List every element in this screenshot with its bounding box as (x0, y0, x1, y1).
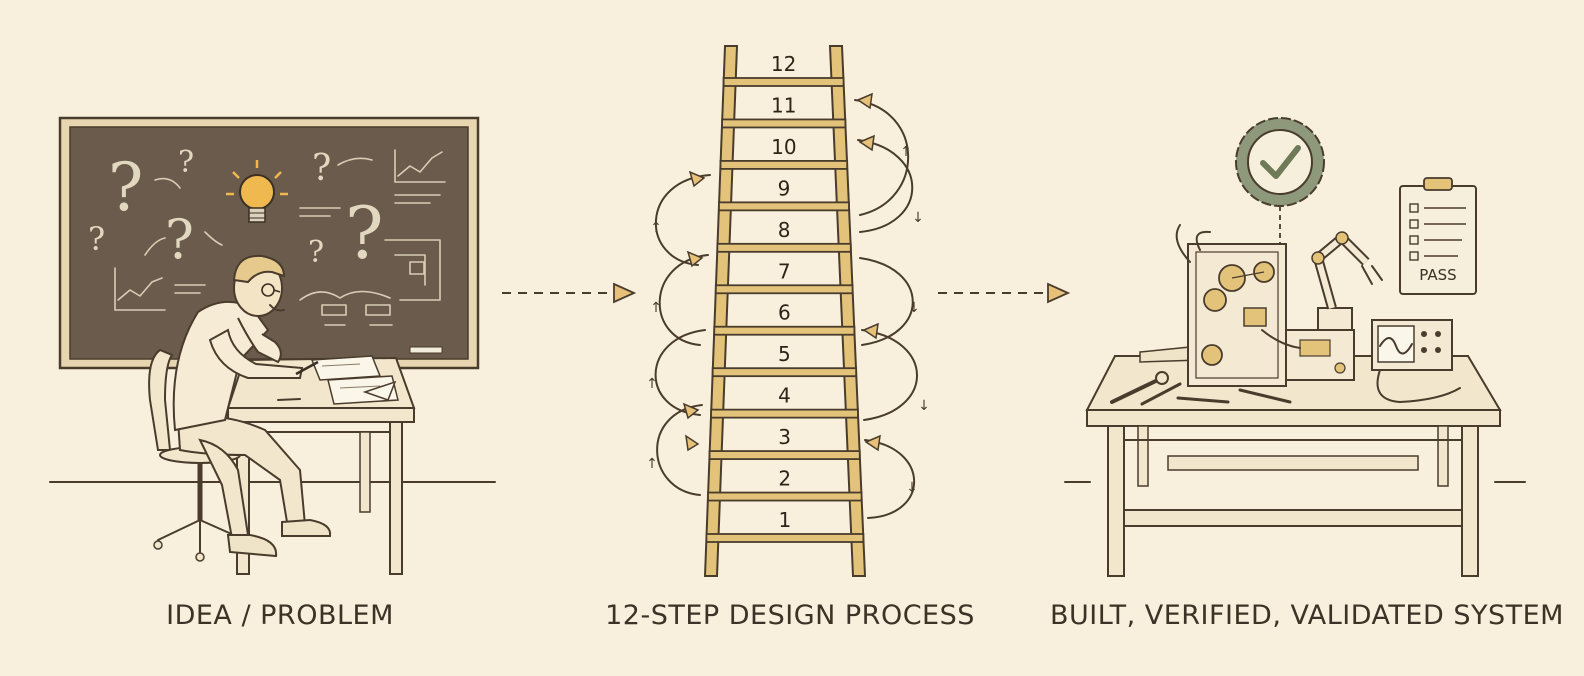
checkbox-icon (1409, 219, 1419, 229)
screwdriver-icon (1176, 396, 1230, 404)
chalkboard: ? ? ? ? ? ? ? (58, 116, 480, 370)
thinking-person (172, 254, 332, 558)
question-mark-icon: ? (345, 191, 384, 275)
step-number: 1 (779, 508, 792, 532)
ladder-rung (722, 77, 845, 87)
ladder-rung (710, 408, 859, 419)
flow-arrow-2 (938, 282, 1071, 304)
question-mark-icon: ? (165, 208, 194, 271)
svg-text:↓: ↓ (906, 480, 918, 496)
chalk-graph (114, 267, 206, 311)
oscilloscope (1371, 319, 1461, 403)
step-number: 4 (778, 384, 791, 408)
iteration-loops-left: ↑ ↑ ↑ ↑ (646, 170, 711, 496)
question-mark-icon: ? (88, 220, 105, 258)
ladder-rail-right (828, 45, 867, 577)
step-number: 8 (778, 218, 791, 242)
panel-label-system: BUILT, VERIFIED, VALIDATED SYSTEM (1050, 600, 1564, 631)
tools (1110, 345, 1292, 406)
chalk-arrow (154, 177, 181, 189)
gear-icon (1201, 344, 1223, 366)
step-number: 9 (778, 176, 791, 200)
panel-label-process: 12-STEP DESIGN PROCESS (605, 600, 975, 631)
svg-text:↑: ↑ (646, 456, 658, 472)
checkbox-icon (1409, 203, 1419, 213)
svg-text:↓: ↓ (918, 398, 930, 414)
question-mark-icon: ? (308, 235, 324, 270)
soldering-iron-icon (1238, 388, 1292, 404)
chip-icon (1243, 307, 1267, 327)
question-mark-icon: ? (108, 149, 143, 226)
question-mark-icon: ? (312, 148, 331, 189)
clipboard: PASS (1399, 177, 1477, 295)
svg-text:↓: ↓ (908, 300, 920, 316)
robot-arm (1311, 231, 1383, 331)
chalk-eraser (409, 346, 443, 354)
svg-text:↑: ↑ (900, 144, 912, 160)
ladder-rung (716, 242, 852, 253)
panel-label-idea: IDEA / PROBLEM (166, 600, 394, 631)
chalk-arrow (337, 157, 373, 166)
step-number: 3 (778, 425, 791, 449)
chalk-arrow (204, 231, 223, 246)
screwdriver-icon (1140, 382, 1182, 406)
svg-text:↑: ↑ (650, 220, 662, 236)
controller-board (1261, 329, 1355, 381)
svg-text:↑: ↑ (646, 376, 658, 392)
ladder-rung (711, 367, 858, 378)
step-number: 11 (771, 93, 796, 117)
step-number: 10 (771, 135, 796, 159)
gear-icon (1203, 288, 1227, 312)
waveform-icon (1379, 337, 1413, 355)
chalk-graph (394, 149, 446, 204)
verified-badge (1235, 117, 1325, 244)
check-icon (1260, 145, 1301, 179)
ladder-rung (714, 284, 854, 295)
chalk-circuit (384, 239, 441, 301)
arrowhead-icon (1047, 282, 1071, 304)
chalk-flowchart (299, 290, 393, 326)
ladder-rung (718, 201, 850, 212)
ladder-rung (719, 160, 849, 170)
system-panel: PASS (1064, 117, 1526, 577)
lightbulb-icon (226, 160, 288, 223)
wrench-icon (1110, 376, 1164, 404)
question-mark-icon: ? (178, 145, 194, 180)
ladder-rail-left (703, 45, 739, 577)
chalk-arrow (144, 237, 166, 256)
ladder-rung (707, 491, 863, 502)
step-number: 2 (778, 467, 791, 491)
svg-text:↓: ↓ (912, 210, 924, 226)
pass-stamp: PASS (1419, 266, 1456, 284)
step-number: 5 (778, 342, 791, 366)
step-number: 12 (771, 52, 796, 76)
svg-text:↑: ↑ (650, 300, 662, 316)
flow-arrow-1 (502, 282, 637, 304)
ladder-rung (721, 118, 847, 129)
iteration-loops-right: ↑ ↓ ↓ ↓ ↓ (854, 92, 930, 519)
machine (1175, 224, 1287, 387)
checkbox-icon (1409, 235, 1419, 245)
ladder-rung (705, 533, 865, 543)
arrowhead-icon (613, 282, 637, 304)
step-number: 6 (778, 301, 791, 325)
step-number: 7 (778, 259, 791, 283)
checkbox-icon (1409, 251, 1419, 261)
idea-panel: ? ? ? ? ? ? ? (49, 116, 496, 575)
workbench (1085, 355, 1502, 577)
ladder-rung (713, 325, 856, 336)
ladder-rung (708, 450, 861, 460)
